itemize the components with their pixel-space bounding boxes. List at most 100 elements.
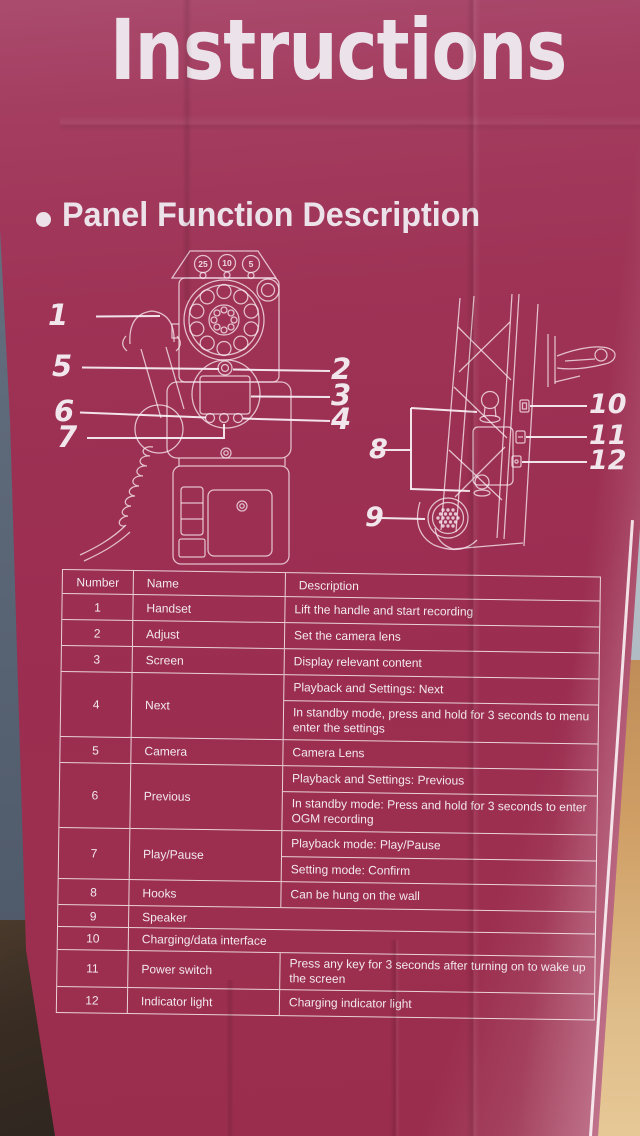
cell-description: Playback mode: Play/Pause Setting mode: …: [280, 831, 597, 886]
cell-name: Adjust: [131, 620, 285, 649]
side-callout-lines: [375, 405, 587, 520]
cell-number: 7: [90, 846, 98, 861]
callout-label-3: 3: [331, 378, 352, 412]
header-description: Description: [284, 573, 600, 601]
camera-lens: [220, 363, 230, 373]
callout-label-2: 2: [331, 352, 352, 386]
cell-number: 9: [89, 908, 97, 924]
cell-name: Power switch: [127, 950, 280, 990]
description-line: Setting mode: Confirm: [290, 861, 411, 878]
function-table: Number Name Description 1 Handset Lift t…: [55, 569, 601, 1021]
callout-label-6: 6: [54, 394, 75, 428]
description-line: Can be hung on the wall: [290, 887, 421, 904]
callout-label-12: 12: [589, 445, 627, 476]
table-row: 7 Play/Pause Playback mode: Play/Pause S…: [58, 826, 597, 886]
callout-label-7: 7: [57, 420, 78, 454]
cell-name: Hooks: [128, 879, 281, 908]
section-heading: Panel Function Description: [62, 196, 481, 234]
header-number: Number: [76, 574, 120, 590]
description-group: Camera Lens: [283, 740, 597, 769]
svg-text:10: 10: [222, 258, 232, 268]
description-line: the screen: [289, 971, 346, 986]
callout-label-4: 4: [331, 402, 352, 436]
front-callout-lines: [79, 315, 331, 439]
payphone-front-diagram: 25 10 5: [40, 248, 360, 570]
cell-number: 1: [94, 599, 101, 615]
table-row: 4 Next Playback and Settings: Next In st…: [60, 671, 599, 744]
cell-name: Screen: [131, 646, 284, 675]
description-line: Set the camera lens: [293, 628, 401, 644]
coin-vault: [178, 486, 273, 558]
cell-description: Display relevant content: [283, 649, 599, 679]
description-line: OGM recording: [291, 811, 374, 827]
side-view-line-art: [375, 293, 616, 551]
callout-label-10: 10: [589, 389, 627, 420]
box-title: Instructions: [110, 1, 567, 99]
cell-description: Set the camera lens: [283, 623, 600, 653]
mount-bracket-arm: [547, 334, 616, 387]
cell-number: 11: [86, 961, 99, 976]
description-line: Playback and Settings: Next: [293, 680, 444, 697]
side-ports: [511, 399, 530, 468]
description-line: Playback and Settings: Previous: [292, 771, 465, 788]
speaker: [416, 497, 478, 551]
cell-name: Next: [130, 672, 284, 740]
description-line: enter the settings: [292, 720, 385, 736]
svg-text:25: 25: [198, 259, 208, 269]
description-group: In standby mode: Press and hold for 3 se…: [282, 791, 597, 835]
svg-text:5: 5: [249, 259, 254, 269]
description-group: Display relevant content: [285, 649, 599, 678]
description-line: Playback mode: Play/Pause: [291, 836, 441, 853]
callout-label-11: 11: [589, 420, 627, 451]
description-group: Lift the handle and start recording: [285, 597, 599, 626]
payphone-side-diagram: 8 9 10 11 12: [365, 292, 640, 574]
callout-label-5: 5: [52, 349, 73, 383]
cell-description: Press any key for 3 seconds after turnin…: [279, 953, 595, 994]
cell-number: 12: [85, 992, 99, 1008]
cell-number: 2: [93, 625, 101, 641]
cell-number: 4: [92, 697, 100, 712]
cell-number: 6: [91, 788, 99, 803]
bullet-icon: [36, 212, 51, 227]
cell-number: 3: [93, 651, 101, 667]
description-group: Charging indicator light: [280, 990, 594, 1019]
cell-description: Charging indicator light: [278, 990, 595, 1020]
coin-slot-plate: 25 10 5: [170, 250, 278, 280]
callout-label-1: 1: [48, 298, 69, 332]
cell-number: 8: [90, 884, 97, 900]
cell-number: 10: [86, 931, 100, 946]
table-row: 11 Power switch Press any key for 3 seco…: [57, 948, 595, 994]
mounting-rails: [434, 293, 539, 550]
cell-name: Play/Pause: [128, 828, 282, 882]
callout-label-9: 9: [365, 502, 384, 533]
header-name: Name: [132, 570, 285, 597]
cell-name: Previous: [129, 763, 283, 831]
cell-description: Camera Lens: [282, 740, 598, 770]
cell-name: Indicator light: [126, 987, 280, 1016]
rotary-dial: [183, 278, 280, 361]
description-group: In standby mode, press and hold for 3 se…: [283, 700, 599, 744]
description-line: Camera Lens: [292, 745, 365, 761]
table-row: 6 Previous Playback and Settings: Previo…: [59, 761, 598, 835]
description-line: Charging indicator light: [288, 995, 412, 1011]
control-buttons: [204, 412, 244, 424]
cell-description: Can be hung on the wall: [280, 882, 596, 912]
callout-label-8: 8: [369, 434, 388, 465]
description-group: Set the camera lens: [285, 623, 599, 652]
description-line: Lift the handle and start recording: [294, 602, 474, 619]
description-group: Can be hung on the wall: [281, 882, 595, 911]
cell-description: Playback and Settings: Next In standby m…: [282, 675, 599, 744]
handset: [122, 310, 185, 454]
cell-number: 5: [92, 742, 99, 758]
adjust-ring: [217, 360, 233, 376]
description-group: Press any key for 3 seconds after turnin…: [280, 953, 595, 993]
cell-name: Camera: [130, 737, 283, 766]
cell-description: Playback and Settings: Previous In stand…: [281, 766, 598, 835]
cell-name: Handset: [132, 594, 285, 623]
payphone-line-art: 25 10 5: [79, 250, 331, 565]
description-group: Setting mode: Confirm: [281, 856, 596, 886]
handset-cord: [79, 446, 154, 562]
cell-description: Lift the handle and start recording: [284, 597, 600, 627]
